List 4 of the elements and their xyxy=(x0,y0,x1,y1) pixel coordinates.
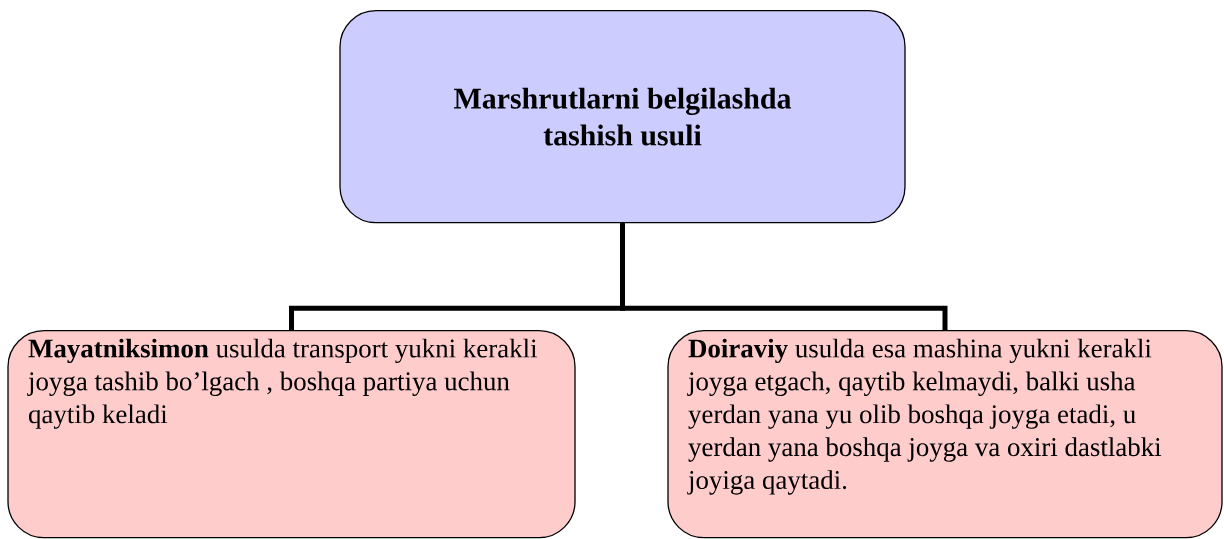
connector xyxy=(620,223,948,330)
title-box: Marshrutlarni belgilashda tashish usuli xyxy=(339,10,906,224)
text-box: Doiraviy usulda esa mashina yukni kerakli joyga etgach, qaytib kelmaydi, balki usha yerdan yana yu olib boshqa joyga etadi, u yerdan yana boshqa joyga va oxiri dastlabki joyiga qaytadi. xyxy=(667,330,1223,539)
text-box: Mayatniksimon usulda transport yukni kerakli joyga tashib bo’lgach , boshqa partiya uchun qaytib keladi xyxy=(7,330,576,539)
